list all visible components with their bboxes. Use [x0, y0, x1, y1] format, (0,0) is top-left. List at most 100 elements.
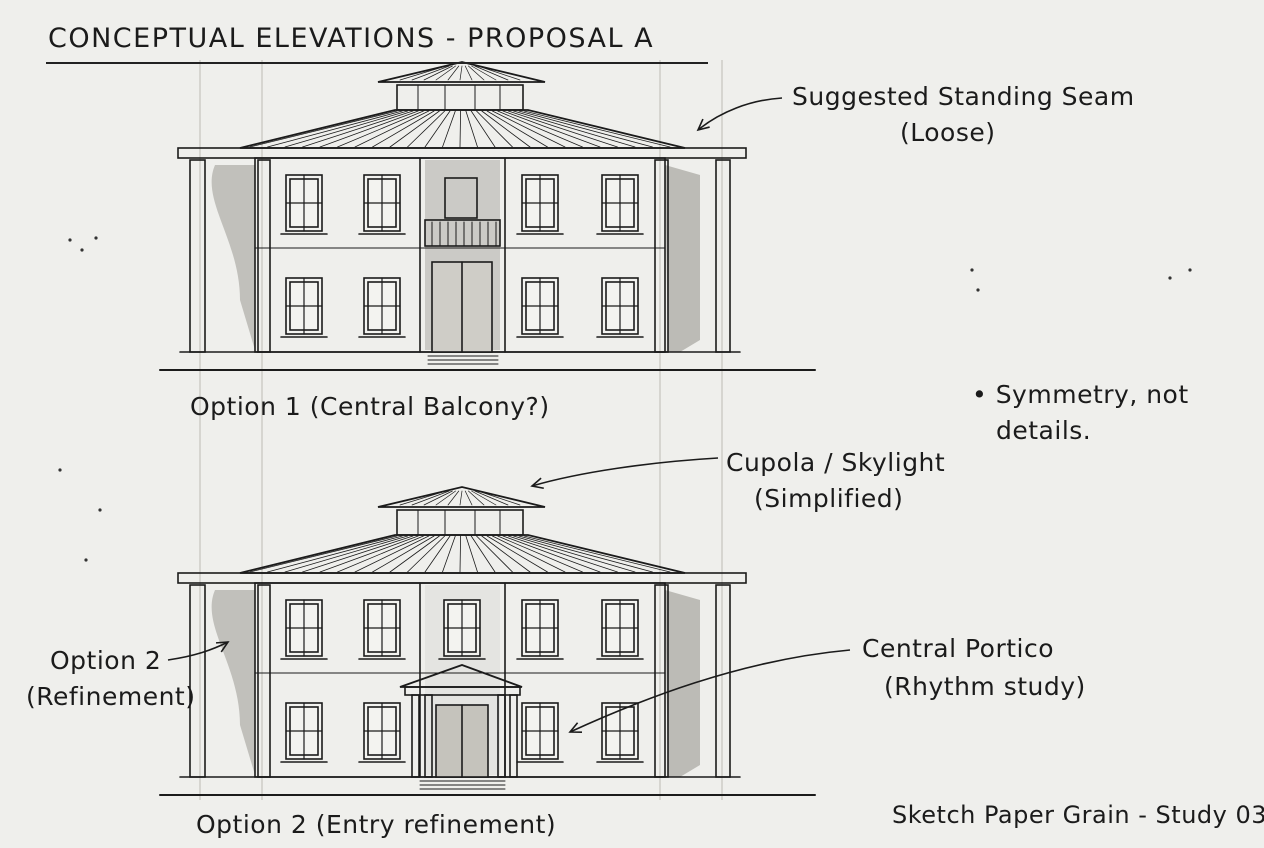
shadow-wash [211, 590, 255, 775]
annotation-symmetry: • Symmetry, not [972, 380, 1189, 409]
paper-speck [1188, 268, 1192, 272]
roof-seam [372, 110, 435, 148]
roof-seam [319, 110, 419, 148]
cupola-seam [447, 490, 460, 506]
cupola-seam [399, 490, 447, 506]
cupola-seam [447, 65, 460, 81]
roof-seam [491, 535, 566, 573]
option1-label: Option 1 (Central Balcony?) [190, 392, 550, 421]
window [358, 599, 406, 660]
eave [177, 572, 747, 584]
building-option-1 [159, 61, 816, 371]
annotation-symmetry-cont: details. [996, 416, 1092, 445]
window [516, 174, 564, 235]
portico-column [509, 694, 518, 778]
roof-seam [284, 110, 409, 148]
shadow-wash [665, 165, 700, 352]
arrow-option2 [167, 641, 230, 661]
roof-seam [507, 110, 618, 148]
roof-seam [470, 535, 496, 573]
cupola [396, 509, 524, 536]
option2-label: Option 2 (Entry refinement) [196, 810, 557, 839]
roof-seam [518, 535, 653, 573]
portico-column [411, 694, 420, 778]
arrow-line [167, 641, 229, 661]
paper-speck [58, 468, 62, 472]
roof-seam [442, 535, 456, 573]
column [189, 159, 206, 353]
paper-speck [68, 238, 72, 242]
column [715, 159, 731, 353]
paper-speck [94, 236, 98, 240]
arrow-cupola [530, 457, 719, 490]
cupola-seam [477, 65, 521, 81]
roof-seam [476, 110, 513, 148]
cupola-seam [474, 65, 509, 81]
window [596, 702, 644, 763]
roof-seam [354, 110, 430, 148]
paper-speck [80, 248, 84, 252]
column [654, 159, 669, 353]
cupola [396, 84, 524, 111]
annotation-standing-seam-note: (Loose) [900, 118, 996, 147]
window [280, 174, 328, 235]
column [257, 159, 271, 353]
window [358, 277, 406, 338]
cupola-seam [464, 65, 473, 81]
annotation-option2: Option 2 [50, 646, 162, 675]
cupola-seam [474, 490, 509, 506]
cupola-seam [471, 490, 497, 506]
annotation-portico-note: (Rhythm study) [884, 672, 1086, 701]
cupola-seam [477, 490, 521, 506]
roof-seam [476, 535, 513, 573]
roof-seam [267, 535, 403, 573]
roof-seam [267, 110, 403, 148]
cupola-seam [435, 65, 456, 81]
roof-seam [459, 535, 462, 573]
window [280, 702, 328, 763]
main-roof [239, 534, 686, 574]
paper-speck [970, 268, 974, 272]
balcony-door [444, 177, 478, 219]
arrow-standing-seam [696, 97, 783, 132]
window [280, 599, 328, 660]
cupola-seam [471, 65, 497, 81]
arrow-line [569, 649, 851, 733]
arrowhead-icon [568, 722, 583, 733]
roof-seam [502, 535, 601, 573]
page-title: CONCEPTUAL ELEVATIONS - PROPOSAL A [48, 23, 655, 54]
roof-seam [470, 110, 496, 148]
window [596, 277, 644, 338]
roof-seam [481, 110, 531, 148]
window [438, 599, 486, 660]
cupola-seam [399, 65, 447, 81]
roof-seam [502, 110, 601, 148]
roof-seam [407, 110, 446, 148]
building-option-2 [159, 486, 816, 796]
arrow-line [531, 457, 719, 487]
arrow-portico [568, 649, 851, 733]
annotation-standing-seam: Suggested Standing Seam [792, 82, 1135, 111]
roof-seam [319, 535, 419, 573]
roof-seam [523, 535, 671, 573]
cupola-seam [423, 65, 453, 81]
roof-seam [523, 110, 671, 148]
paper-speck [976, 288, 980, 292]
roof-seam [497, 535, 583, 573]
roof-seam [507, 535, 618, 573]
arrowhead-icon [215, 641, 230, 653]
title-underline [46, 62, 708, 64]
roof-seam [372, 535, 435, 573]
roof-seam [249, 110, 398, 148]
cupola-roof [377, 61, 546, 83]
roof-seam [337, 535, 424, 573]
roof-seam [491, 110, 566, 148]
column [257, 584, 271, 778]
roof-seam [284, 535, 409, 573]
cupola-seam [435, 490, 456, 506]
window [358, 174, 406, 235]
roof-seam [481, 535, 531, 573]
cupola-seam [464, 490, 473, 506]
roof-seam [424, 110, 451, 148]
